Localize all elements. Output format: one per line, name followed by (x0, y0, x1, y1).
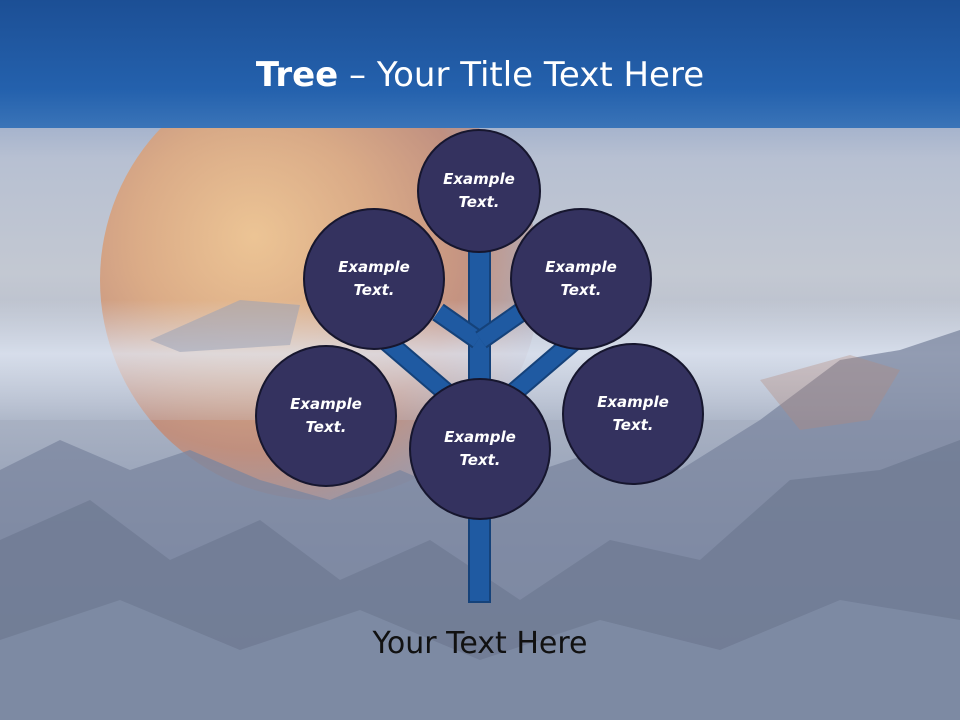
tree-nodes (255, 129, 704, 520)
node-circle-upper-left (303, 208, 445, 350)
node-label-lower-left: Example Text. (261, 393, 391, 439)
node-label-line2: Text. (305, 418, 347, 436)
node-label-line2: Text. (459, 451, 501, 469)
title-dash: – (338, 55, 377, 95)
title-bold-word: Tree (255, 55, 339, 95)
node-label-line1: Example (444, 428, 516, 446)
node-label-line1: Example (597, 393, 669, 411)
title-band (0, 0, 960, 128)
node-circle-top (417, 129, 541, 253)
node-circle-upper-right (510, 208, 652, 350)
node-label-line2: Text. (353, 281, 395, 299)
title-text: Your Title Text Here (376, 55, 705, 95)
branch-upper-right (476, 305, 526, 347)
node-circle-lower-left (255, 345, 397, 487)
node-label-upper-left: Example Text. (309, 256, 439, 302)
branch-upper-left (433, 305, 483, 347)
footer-text: Your Text Here (372, 626, 588, 661)
node-label-line2: Text. (612, 416, 654, 434)
slide-title: Tree – Your Title Text Here (0, 52, 960, 98)
node-circle-lower-right (562, 343, 704, 485)
node-label-line1: Example (443, 170, 515, 188)
node-label-line1: Example (545, 258, 617, 276)
node-circle-center (409, 378, 551, 520)
node-label-top: Example Text. (414, 168, 544, 214)
node-label-line2: Text. (458, 193, 500, 211)
node-label-center: Example Text. (415, 426, 545, 472)
node-label-upper-right: Example Text. (516, 256, 646, 302)
node-label-line1: Example (290, 395, 362, 413)
node-label-line1: Example (338, 258, 410, 276)
node-label-lower-right: Example Text. (568, 391, 698, 437)
node-label-line2: Text. (560, 281, 602, 299)
